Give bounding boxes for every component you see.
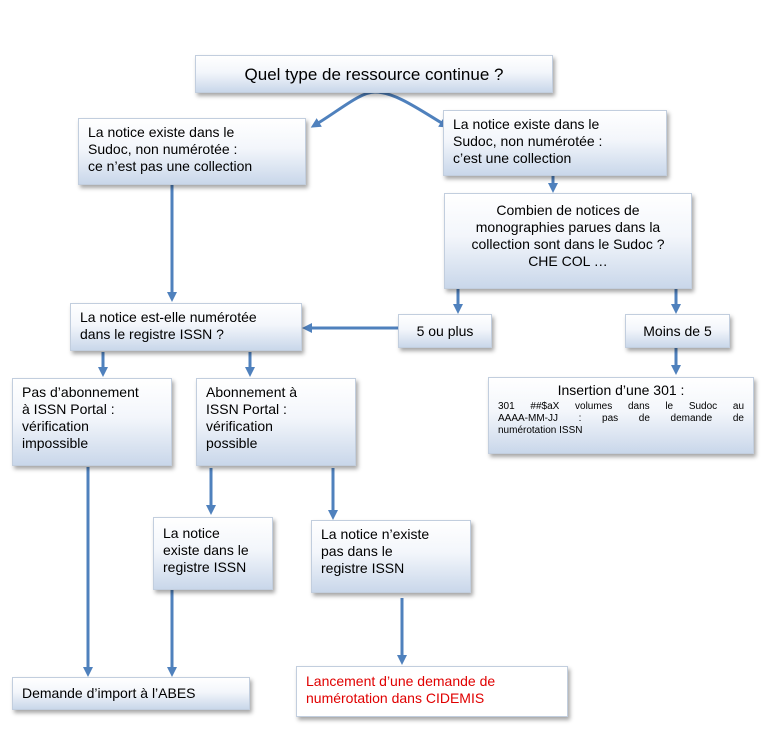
cidemis-request-box: Lancement d’une demande de numérotation … <box>296 666 568 717</box>
notexists-line-3: registre ISSN <box>321 560 405 576</box>
split-curve-right <box>374 90 450 128</box>
nosub-line-4: impossible <box>22 435 89 451</box>
exists-line-2: existe dans le <box>163 542 249 558</box>
sub-line-4: possible <box>206 435 258 451</box>
count-line-3: collection sont dans le Sudoc ? <box>471 236 665 252</box>
right-line-3: c’est une collection <box>453 150 572 166</box>
insertion-line-2: AAAA-MM-JJ : pas de demande de <box>498 413 744 424</box>
left-line-1: La notice existe dans le <box>88 124 235 140</box>
import-request-box: Demande d’import à l’ABES <box>12 677 250 710</box>
five-or-more-box: 5 ou plus <box>398 314 492 348</box>
insertion-title: Insertion d’une 301 : <box>557 382 685 398</box>
insertion-box: Insertion d’une 301 : 301 ##$aX volumes … <box>488 377 754 454</box>
nosub-line-2: à ISSN Portal : <box>22 401 115 417</box>
split-curve-left <box>310 90 376 128</box>
issn-line-2: dans le registre ISSN ? <box>80 326 224 342</box>
cidemis-line-2: numérotation dans CIDEMIS <box>306 690 485 706</box>
no-subscription-box: Pas d’abonnement à ISSN Portal : vérific… <box>12 378 172 466</box>
issn-line-1: La notice est-elle numérotée <box>80 309 257 325</box>
less-than-five-box: Moins de 5 <box>625 314 730 348</box>
left-line-3: ce n’est pas une collection <box>88 158 253 174</box>
exists-line-1: La notice <box>163 525 220 541</box>
sub-line-3: vérification <box>206 418 273 434</box>
nosub-line-3: vérification <box>22 418 89 434</box>
sub-line-2: ISSN Portal : <box>206 401 287 417</box>
count-line-4: CHE COL … <box>528 253 608 269</box>
issn-question-box: La notice est-elle numérotée dans le reg… <box>70 303 302 351</box>
right-line-1: La notice existe dans le <box>453 116 600 132</box>
left-not-numbered-box: La notice existe dans le Sudoc, non numé… <box>78 118 306 185</box>
count-line-2: monographies parues dans la <box>475 219 661 235</box>
exists-line-3: registre ISSN <box>163 559 247 575</box>
less-than-five-label: Moins de 5 <box>643 323 712 339</box>
question-box: Quel type de ressource continue ? <box>195 55 553 93</box>
right-collection-box: La notice existe dans le Sudoc, non numé… <box>443 110 667 176</box>
count-question-box: Combien de notices de monographies parue… <box>444 193 692 289</box>
insertion-line-1: 301 ##$aX volumes dans le Sudoc au <box>498 401 744 412</box>
count-line-1: Combien de notices de <box>496 202 640 218</box>
five-or-more-label: 5 ou plus <box>416 323 474 339</box>
exists-issn-box: La notice existe dans le registre ISSN <box>153 517 273 590</box>
question-text: Quel type de ressource continue ? <box>244 65 504 84</box>
import-request-label: Demande d’import à l’ABES <box>22 685 196 701</box>
notexists-line-2: pas dans le <box>321 543 393 559</box>
nosub-line-1: Pas d’abonnement <box>22 384 139 400</box>
insertion-line-3: numérotation ISSN <box>498 425 583 436</box>
not-exists-issn-box: La notice n’existe pas dans le registre … <box>311 520 471 593</box>
right-line-2: Sudoc, non numérotée : <box>453 133 603 149</box>
subscription-box: Abonnement à ISSN Portal : vérification … <box>196 378 356 466</box>
left-line-2: Sudoc, non numérotée : <box>88 141 238 157</box>
sub-line-1: Abonnement à <box>206 384 298 400</box>
notexists-line-1: La notice n’existe <box>321 526 430 542</box>
cidemis-line-1: Lancement d’une demande de <box>306 673 496 689</box>
